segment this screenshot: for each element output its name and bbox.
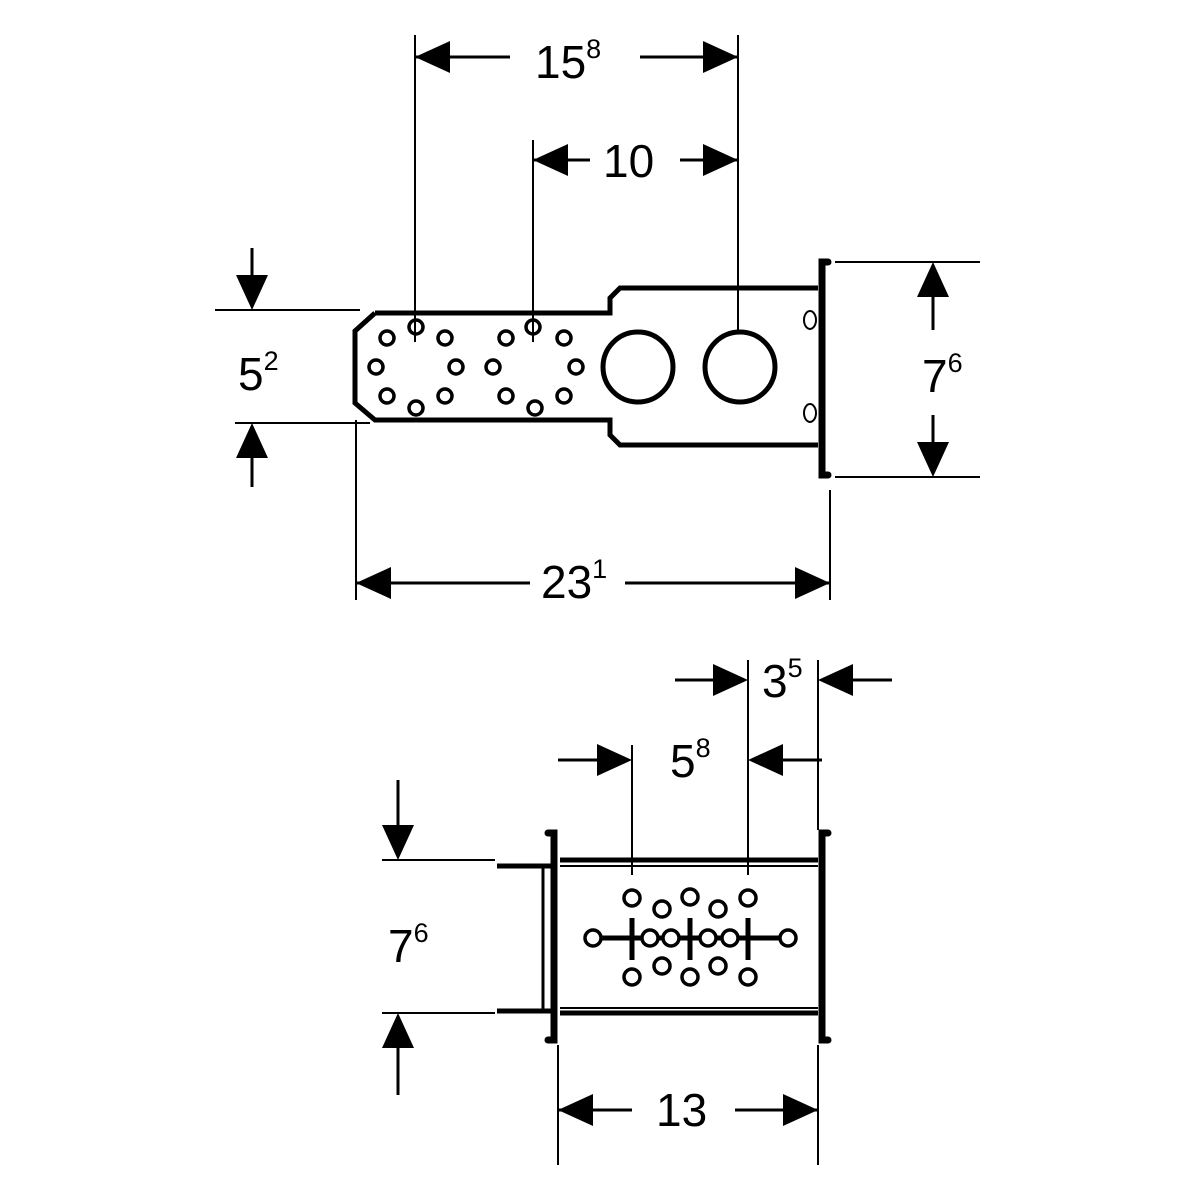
dim-sup: 2	[264, 346, 279, 376]
dim-label: 10	[603, 135, 654, 187]
dimension-23-1: 231	[356, 554, 830, 608]
frame-holes	[583, 887, 798, 987]
extension-lines	[215, 35, 980, 600]
dimension-7-6-top: 76	[917, 262, 963, 477]
dim-sup: 8	[586, 34, 601, 64]
large-hole-left	[600, 329, 676, 405]
dim-label: 7	[388, 920, 414, 972]
dimension-7-6-front: 76	[382, 780, 429, 1095]
dimension-5-2: 52	[236, 248, 279, 487]
dim-sup: 8	[696, 733, 711, 763]
svg-text:58: 58	[670, 733, 711, 787]
dim-label: 3	[762, 655, 788, 707]
frame-crossbars	[593, 918, 788, 960]
dimension-3-5: 35	[675, 653, 892, 707]
right-bracket	[818, 829, 832, 1044]
dimension-15-8: 158	[415, 34, 738, 88]
svg-text:231: 231	[541, 554, 607, 608]
dim-sup: 1	[592, 554, 607, 584]
dim-label: 15	[535, 36, 586, 88]
plate-holes	[367, 318, 585, 417]
svg-text:52: 52	[238, 346, 279, 400]
dim-sup: 6	[948, 348, 963, 378]
dim-label: 7	[922, 350, 948, 402]
dimension-10: 10	[533, 135, 738, 187]
left-bracket	[544, 829, 558, 1044]
dimension-13: 13	[558, 1084, 818, 1136]
front-view: 35 58 76 13	[382, 653, 892, 1165]
dimension-5-8: 58	[558, 733, 822, 787]
dim-sup: 6	[414, 918, 429, 948]
svg-text:10: 10	[603, 135, 654, 187]
extension-lines	[382, 660, 819, 1165]
top-view: 158 10 52 76 231	[215, 34, 980, 608]
bracket-loop-lower	[803, 403, 817, 423]
frame-body	[497, 857, 818, 1016]
svg-text:13: 13	[656, 1084, 707, 1136]
mounting-plate-outline	[352, 285, 818, 448]
dim-label: 23	[541, 556, 592, 608]
dim-label: 5	[238, 348, 264, 400]
end-bracket	[818, 258, 832, 479]
bracket-loop-upper	[803, 310, 817, 330]
dim-label: 5	[670, 735, 696, 787]
dim-label: 13	[656, 1084, 707, 1136]
svg-text:35: 35	[762, 653, 803, 707]
dim-sup: 5	[788, 653, 803, 683]
svg-text:76: 76	[388, 918, 429, 972]
svg-text:158: 158	[535, 34, 601, 88]
large-hole-right	[702, 329, 778, 405]
svg-text:76: 76	[922, 348, 963, 402]
